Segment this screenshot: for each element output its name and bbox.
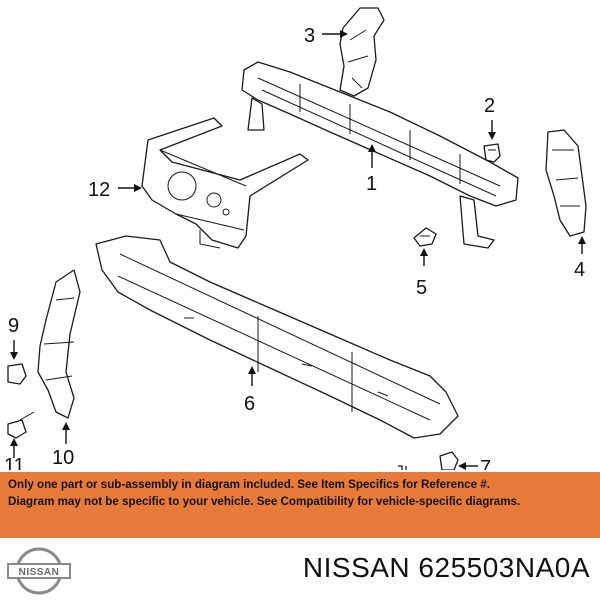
callout-5: 5 [416, 277, 427, 299]
part-3-bracket [339, 7, 385, 97]
part-6-lower-tie-bar [95, 235, 459, 439]
callout-2: 2 [484, 95, 495, 117]
part-10-side-member [37, 269, 81, 419]
disclaimer-banner: Only one part or sub-assembly in diagram… [0, 472, 600, 538]
part-4-side-bracket [545, 129, 587, 237]
part-9-nut [7, 363, 27, 385]
disclaimer-line-1: Only one part or sub-assembly in diagram… [8, 478, 490, 491]
part-5-bolt [413, 227, 437, 247]
callout-6: 6 [244, 393, 255, 415]
callout-4: 4 [574, 259, 585, 281]
callout-7: 7 [480, 457, 491, 470]
part-7-nut [439, 451, 459, 470]
callout-3: 3 [304, 25, 315, 47]
disclaimer-line-2: Diagram may not be specific to your vehi… [8, 495, 521, 508]
part-number-title: NISSAN 625503NA0A [302, 552, 590, 583]
logo-text: NISSAN [19, 567, 60, 578]
callout-11: 11 [4, 455, 25, 470]
callout-10: 10 [52, 447, 74, 469]
callout-12: 12 [88, 179, 110, 201]
part-8-bolt [398, 465, 407, 470]
part-1-upper-tie-bar [241, 61, 519, 249]
nissan-logo-icon: NISSAN [7, 547, 71, 595]
parts-diagram: 3 1 2 4 12 5 [4, 7, 587, 470]
part-12-upper-support [141, 117, 309, 249]
part-2-bolt [483, 143, 501, 163]
part-11-bolt [7, 411, 35, 439]
callout-1: 1 [366, 173, 377, 195]
callout-9: 9 [8, 315, 19, 337]
